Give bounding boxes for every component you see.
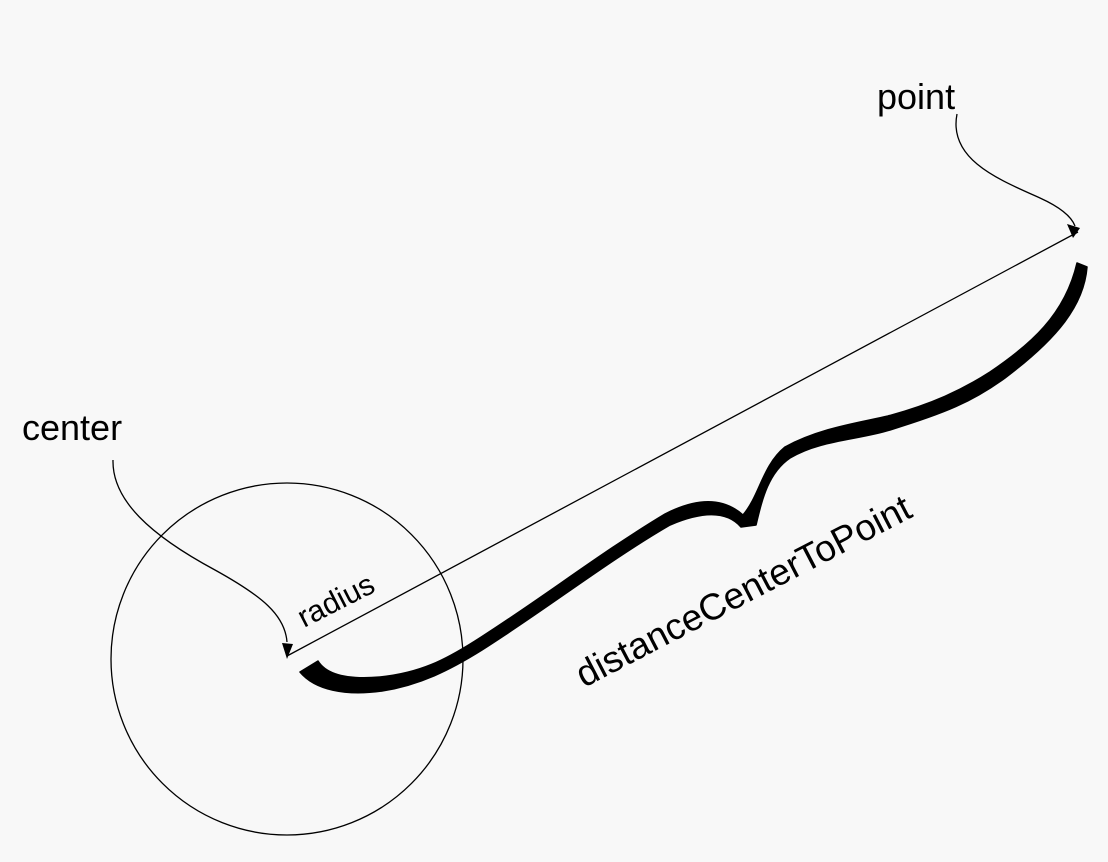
distance-brace: [299, 262, 1088, 694]
point-arrowhead: [1067, 224, 1080, 238]
radius-label: radius: [292, 568, 380, 635]
point-label: point: [877, 76, 955, 117]
center-label: center: [22, 407, 122, 448]
point-callout-curve: [955, 113, 1076, 227]
center-arrowhead: [282, 643, 293, 659]
center-callout-curve: [112, 459, 288, 643]
center-to-point-line: [286, 231, 1079, 657]
